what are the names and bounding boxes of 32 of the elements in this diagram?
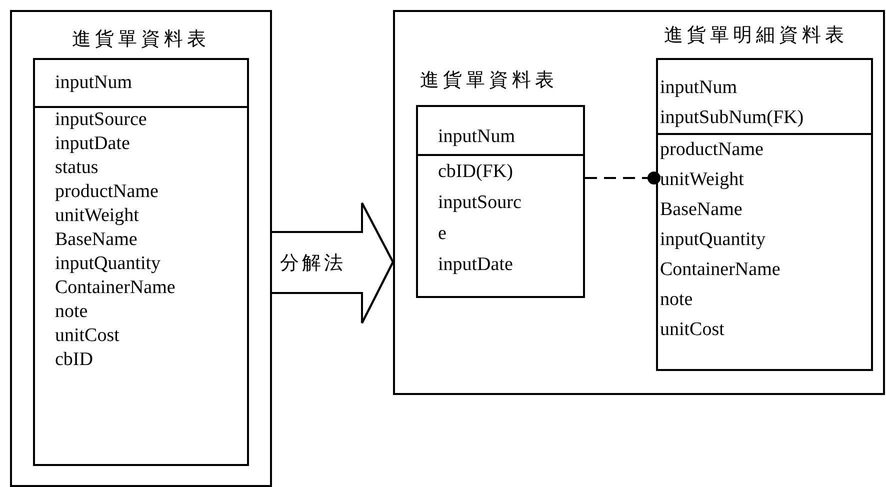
table-title: 進貨單明細資料表	[664, 24, 848, 48]
field-name: productName	[54, 180, 160, 204]
field-name: inputDate	[54, 132, 131, 156]
entity-table	[33, 58, 249, 466]
field-name: note	[54, 300, 89, 324]
key-field: inputNum	[418, 121, 583, 152]
field-name: unitCost	[659, 318, 726, 342]
field-name: status	[54, 156, 100, 180]
field-name: BaseName	[54, 228, 138, 252]
field-name: inputDate	[437, 253, 514, 277]
field-name: inputQuantity	[54, 252, 162, 276]
field-name: inputQuantity	[659, 228, 767, 252]
field-name: unitCost	[54, 324, 120, 348]
key-field: inputNum	[658, 73, 871, 103]
field-name: productName	[659, 138, 764, 162]
block-arrow	[271, 202, 394, 324]
field-name: cbID(FK)	[437, 160, 514, 184]
table-frame	[10, 10, 272, 487]
table-frame	[393, 10, 885, 395]
field-name: ContainerName	[659, 258, 782, 282]
key-field: inputSubNum(FK)	[658, 103, 871, 133]
field-name: unitWeight	[659, 168, 745, 192]
field-name: note	[659, 288, 694, 312]
key-field: inputNum	[35, 71, 247, 95]
field-name: inputSource	[54, 108, 148, 132]
field-name: ContainerName	[54, 276, 176, 300]
field-name: cbID	[54, 348, 94, 372]
table-title: 進貨單資料表	[420, 69, 558, 93]
field-name: unitWeight	[54, 204, 140, 228]
table-title: 進貨單資料表	[71, 28, 211, 52]
field-name: BaseName	[659, 198, 744, 222]
relationship-line	[585, 172, 660, 184]
